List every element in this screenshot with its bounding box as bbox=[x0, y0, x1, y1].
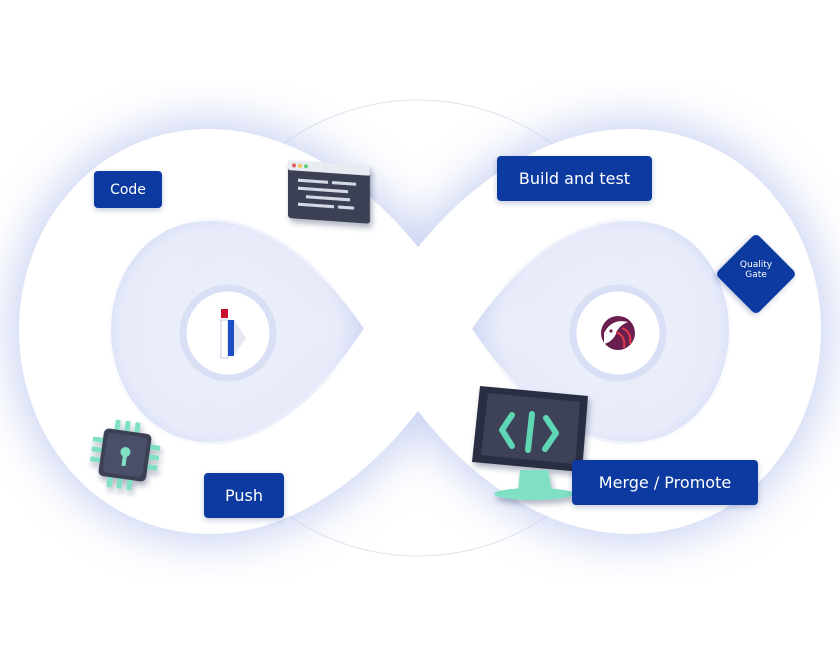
infinity-loop bbox=[10, 120, 830, 543]
code-monitor-icon bbox=[472, 386, 588, 500]
quality-gate-label: Quality Gate bbox=[716, 260, 796, 290]
right-hub-logo-icon bbox=[601, 316, 635, 350]
microchip-keyhole-icon bbox=[89, 419, 161, 491]
stage-build-and-test-label: Build and test bbox=[497, 156, 652, 201]
browser-window-icon bbox=[288, 160, 370, 224]
quality-gate-line1: Quality bbox=[739, 260, 773, 270]
quality-gate-line2: Gate bbox=[745, 270, 767, 280]
left-hub-logo-icon bbox=[220, 309, 246, 359]
stage-code-label: Code bbox=[94, 171, 162, 208]
right-hub bbox=[569, 284, 667, 382]
stage-merge-promote-label: Merge / Promote bbox=[572, 460, 758, 505]
stage-push-label: Push bbox=[204, 473, 284, 518]
left-hub bbox=[179, 284, 277, 382]
